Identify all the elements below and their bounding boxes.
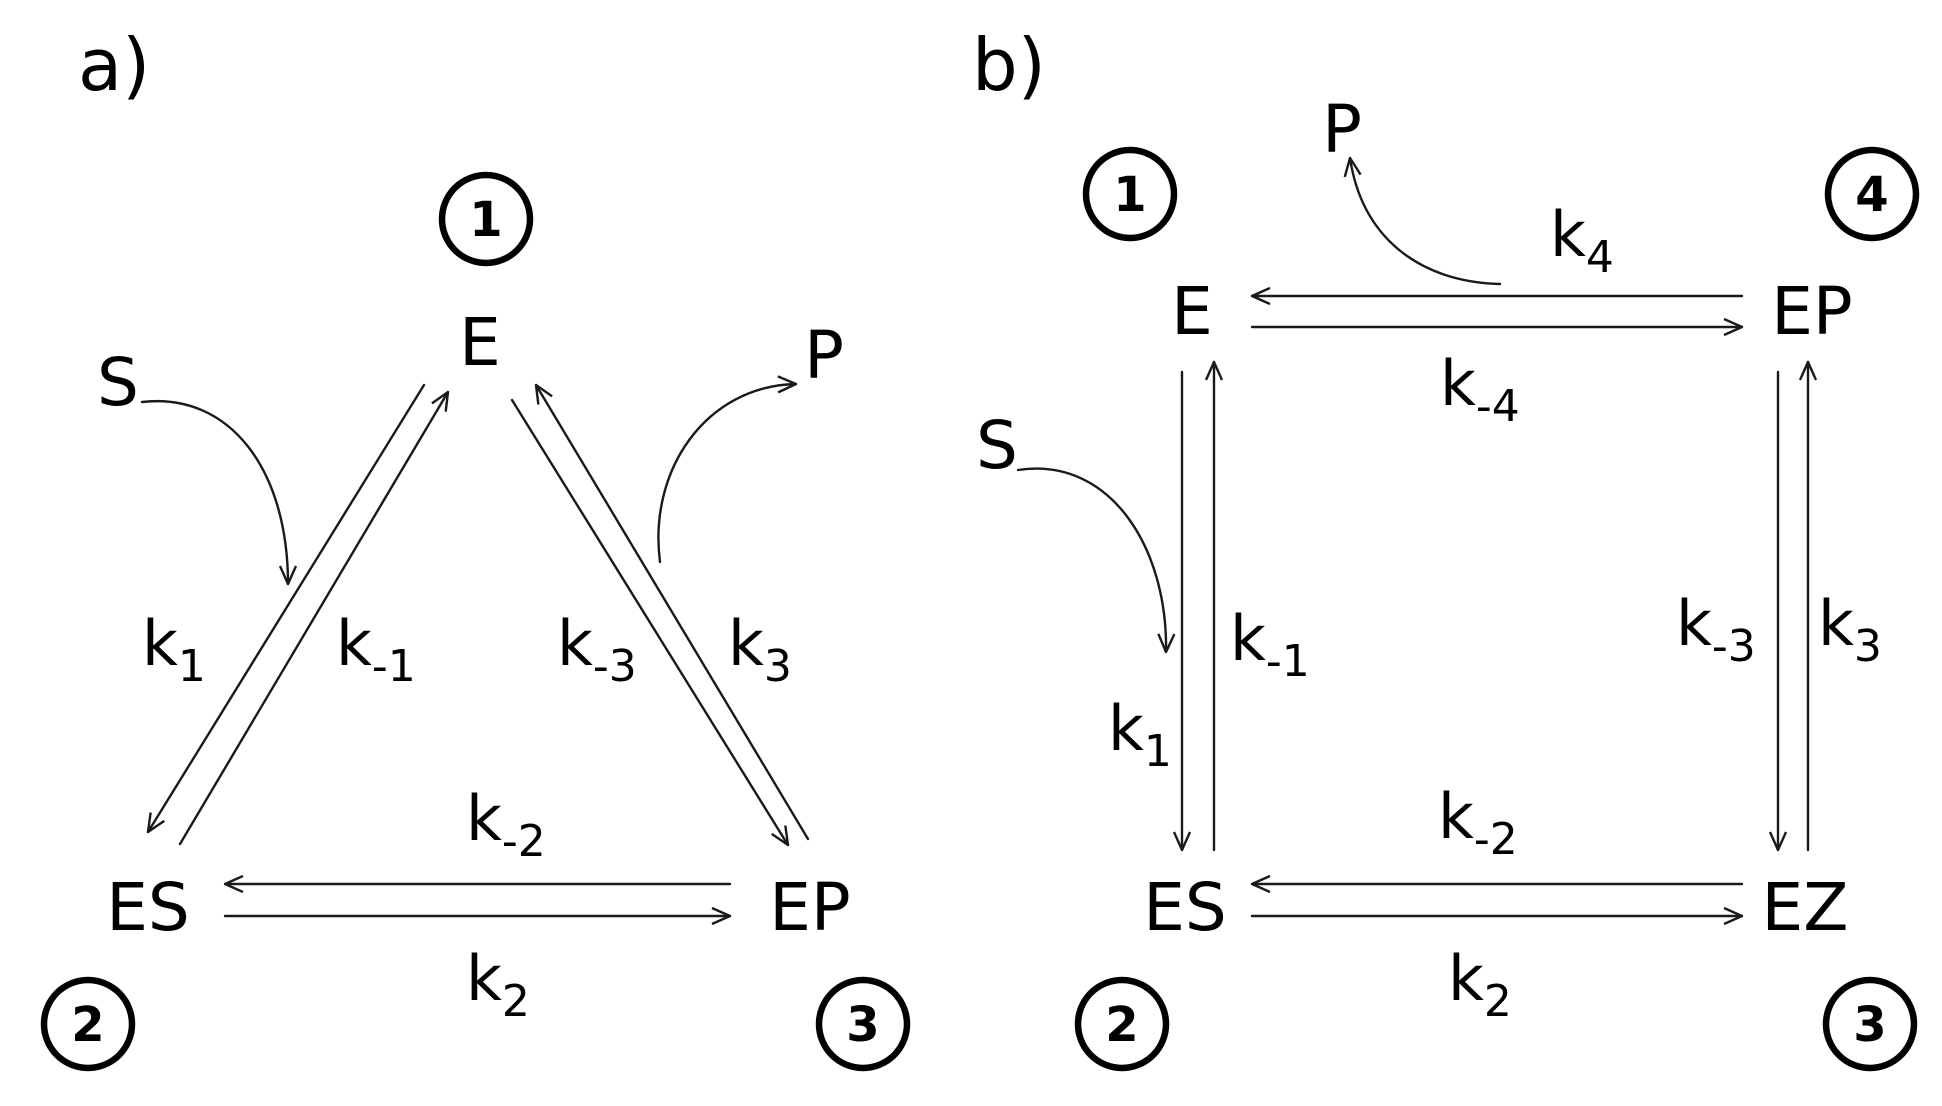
panel-a-rate-k-2: k-2 (466, 782, 546, 867)
svg-text:3: 3 (1853, 997, 1886, 1053)
panel-a-state-1: 1 (438, 171, 534, 267)
panel-a-state-2: 2 (40, 976, 136, 1072)
panel-b-rate-k-4: k-4 (1440, 347, 1520, 432)
panel-b-rate-k-2: k-2 (1438, 780, 1518, 865)
panel-a-rate-k1: k1 (142, 607, 206, 692)
panel-b-rate-k-3: k-3 (1676, 587, 1756, 672)
panel-b-species-E: E (1171, 273, 1213, 350)
panel-a-state-3: 3 (815, 976, 911, 1072)
panel-b-state-4: 4 (1824, 146, 1920, 242)
svg-text:2: 2 (1105, 997, 1138, 1053)
panel-a-arrow-E-to-EP (510, 398, 790, 847)
panel-a-species-EP: EP (769, 869, 851, 946)
panel-b-arrow-S-binding (1016, 467, 1166, 654)
panel-b-species-P: P (1322, 91, 1362, 168)
panel-b-rate-k3: k3 (1818, 587, 1882, 672)
panel-b-species-S: S (976, 407, 1018, 484)
panel-a-arrow-E-to-ES (146, 383, 426, 834)
panel-a-species-E: E (459, 304, 501, 381)
panel-b-species-ES: ES (1143, 869, 1227, 946)
panel-a-rate-k-3: k-3 (557, 607, 637, 692)
panel-b-label: b) (972, 23, 1046, 107)
svg-text:1: 1 (1113, 167, 1146, 223)
panel-a-species-S: S (97, 344, 139, 421)
panel-a-arrow-EP-to-E (534, 383, 810, 841)
panel-a-label: a) (78, 23, 150, 107)
panel-a-rate-k-1: k-1 (336, 607, 416, 692)
panel-b-rate-k-1: k-1 (1230, 602, 1310, 687)
svg-text:3: 3 (846, 997, 879, 1053)
panel-b-rate-k4: k4 (1550, 198, 1614, 283)
panel-a-arrow-P-release (657, 384, 798, 564)
panel-b-state-1: 1 (1082, 146, 1178, 242)
panel-b: b) E EP ES EZ S P 1 2 3 4 (972, 23, 1920, 1072)
svg-text:1: 1 (469, 192, 502, 248)
panel-a-arrow-S-binding (140, 399, 288, 586)
panel-a: a) E ES EP S P 1 2 3 k1 (40, 23, 911, 1072)
panel-a-rate-k2: k2 (466, 942, 530, 1027)
panel-b-state-3: 3 (1822, 976, 1918, 1072)
panel-b-species-EZ: EZ (1762, 869, 1849, 946)
panel-b-rate-k1: k1 (1108, 692, 1172, 777)
panel-b-species-EP: EP (1771, 273, 1853, 350)
panel-a-rate-k3: k3 (728, 607, 792, 692)
panel-a-arrow-ES-to-E (178, 390, 450, 846)
panel-b-rate-k2: k2 (1448, 942, 1512, 1027)
panel-b-state-2: 2 (1074, 976, 1170, 1072)
svg-text:2: 2 (71, 997, 104, 1053)
svg-text:4: 4 (1855, 167, 1888, 223)
panel-b-arrow-P-release (1350, 156, 1502, 286)
panel-a-species-ES: ES (106, 869, 190, 946)
panel-a-species-P: P (804, 317, 844, 394)
